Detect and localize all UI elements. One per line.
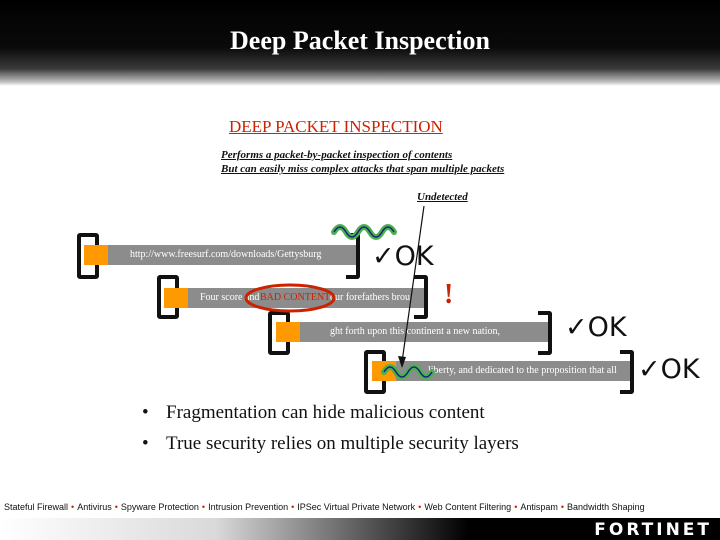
ok-check-1: ✓OK [372,241,434,272]
packet-3: ght forth upon this continent a new nati… [276,322,548,342]
packet-bracket-3-end [538,311,552,355]
feature-item: Web Content Filtering [424,502,512,512]
separator-icon: • [71,502,75,512]
packet-bracket-4-end [620,350,634,394]
packet-2: Four score and BAD CONTENT our forefathe… [164,288,426,308]
feature-item: Bandwidth Shaping [567,502,645,512]
packet-3-text: ght forth upon this continent a new nati… [330,326,500,337]
bullet-item-2: • True security relies on multiple secur… [142,433,519,455]
separator-icon: • [114,502,118,512]
section-heading: DEEP PACKET INSPECTION [229,117,443,136]
packet-2-text-before: Four score and [200,292,260,303]
worm-outline-icon [333,226,395,238]
alert-exclamation: ! [444,279,454,310]
feature-item: Antispam [520,502,558,512]
separator-icon: • [514,502,518,512]
detection-arrow-line [401,205,425,363]
separator-icon: • [291,502,295,512]
packet-1: http://www.freesurf.com/downloads/Gettys… [84,245,356,265]
packet-header-1 [84,245,108,265]
feature-item: IPSec Virtual Private Network [297,502,416,512]
description-line-1: Performs a packet-by-packet inspection o… [221,149,453,161]
packet-1-text: http://www.freesurf.com/downloads/Gettys… [130,249,322,260]
ok-check-3: ✓OK [638,354,700,385]
bullet-text-2: True security relies on multiple securit… [166,433,519,454]
packet-bracket-2-end [414,275,428,319]
fortinet-logo: FORTINET [594,520,712,540]
packet-4-text: liberty, and dedicated to the propositio… [428,365,617,376]
bullet-list: • Fragmentation can hide malicious conte… [142,402,519,464]
bullet-icon: • [142,402,149,423]
ok-check-2: ✓OK [565,312,627,343]
separator-icon: • [560,502,565,512]
feature-item: Spyware Protection [120,502,199,512]
packet-header-2 [164,288,188,308]
feature-item: Stateful Firewall [4,502,69,512]
bad-content-highlight [244,283,336,313]
description-line-2: But can easily miss complex attacks that… [221,163,505,175]
bullet-icon: • [142,433,149,454]
worm-outline-icon-2 [383,366,433,378]
feature-item: Intrusion Prevention [208,502,289,512]
title-banner [0,0,720,86]
separator-icon: • [418,502,422,512]
footer-strip [0,518,720,540]
bullet-item-1: • Fragmentation can hide malicious conte… [142,402,519,424]
bad-content-label: BAD CONTENT [260,292,331,303]
separator-icon: • [201,502,206,512]
slide-title: Deep Packet Inspection [230,26,490,55]
undetected-label: Undetected [417,191,468,203]
bullet-text-1: Fragmentation can hide malicious content [166,402,485,423]
feature-item: Antivirus [77,502,112,512]
feature-bar: Stateful Firewall•Antivirus•Spyware Prot… [0,502,720,512]
packet-2-text-after: our forefathers brou [330,292,410,303]
packet-header-3 [276,322,300,342]
arrow-head-icon [398,356,406,368]
